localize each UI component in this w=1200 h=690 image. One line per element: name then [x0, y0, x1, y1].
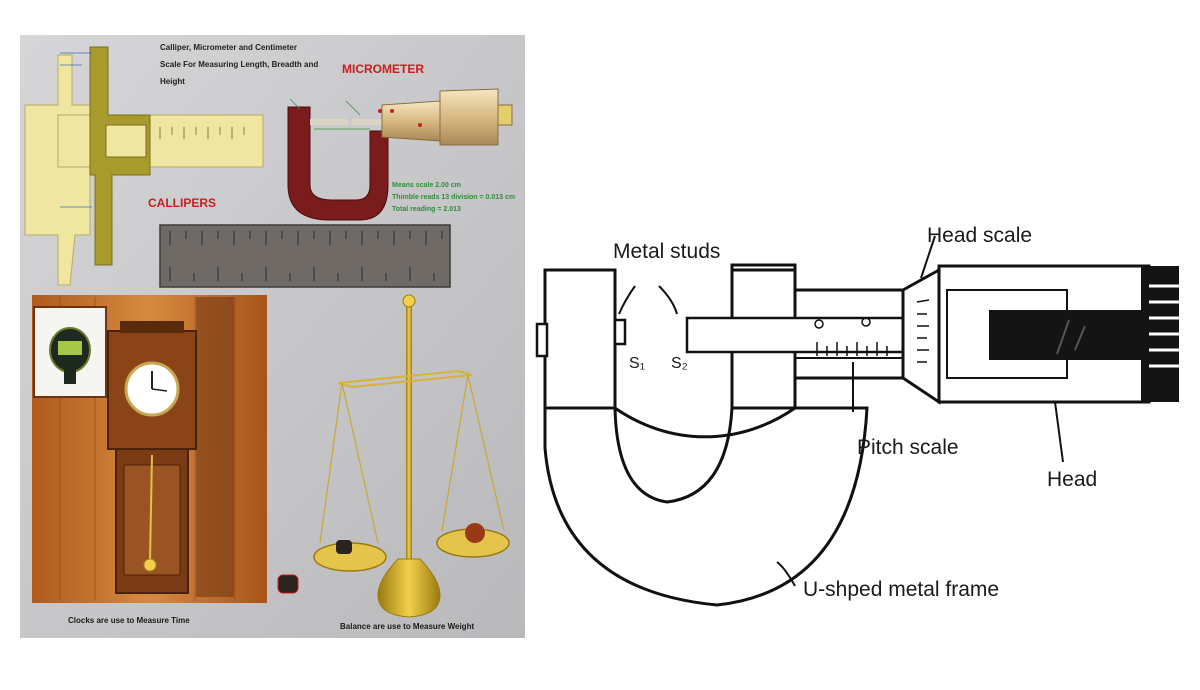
clock-top [120, 321, 184, 333]
pitch-scale-ticks [816, 342, 888, 356]
micrometer-3d-markers [378, 109, 422, 127]
label-stud-2: S₂ [671, 355, 688, 372]
micrometer-heading: MICROMETER [342, 62, 424, 76]
u-frame-inner [613, 407, 734, 504]
calliper-main-scale [57, 114, 264, 168]
u-frame [543, 268, 869, 607]
balance-pillar [406, 297, 412, 559]
micrometer-3d-thimble [439, 88, 499, 146]
label-metal-studs: Metal studs [613, 240, 720, 263]
reading-line-3: Total reading = 2.013 [392, 206, 461, 213]
label-head-scale: Head scale [927, 224, 1032, 247]
left-stud [535, 322, 549, 358]
centimeter-scale [159, 224, 451, 288]
diagram-background [527, 190, 1200, 630]
clock-minute-hand [151, 388, 168, 392]
title-line-2: Scale For Measuring Length, Breadth and [160, 60, 318, 69]
clock-pendulum-window [123, 464, 181, 576]
balance-beam [337, 369, 473, 389]
metal-studs-leader-1 [618, 285, 636, 315]
calliper-part-labels [60, 52, 92, 208]
frame-leader [776, 561, 796, 587]
pendulum-bob [143, 558, 157, 572]
right-pan-chains [441, 374, 505, 532]
calliper-scale-ticks [159, 127, 245, 139]
title-line-3: Height [160, 77, 185, 86]
balance-base [377, 558, 441, 618]
loose-weight [277, 574, 299, 594]
wall-panel [196, 297, 234, 597]
vernier-calliper [24, 46, 264, 286]
micrometer-3d-frame [287, 106, 389, 221]
reading-line-1: Means scale 2.00 cm [392, 182, 461, 189]
head-scale-leader [920, 235, 936, 279]
label-frame: U-shped metal frame [803, 578, 999, 601]
micrometer-3d [287, 88, 513, 221]
head-scale-cone [901, 267, 941, 405]
calliper-vernier-window [105, 124, 147, 158]
ratchet-knurls [1149, 284, 1179, 368]
thimble-shaded-core [989, 310, 1149, 360]
leader-lines [618, 235, 1064, 587]
micrometer-part-labels [289, 98, 370, 130]
label-pitch-scale: Pitch scale [857, 436, 959, 459]
calliper-main-jaw [24, 54, 91, 286]
balance-caption: Balance are use to Measure Weight [340, 622, 474, 631]
balance-finial [402, 294, 416, 308]
micrometer-3d-anvil [310, 119, 348, 125]
illustration-title: Calliper, Micrometer and Centimeter Scal… [160, 43, 318, 86]
digital-clock [49, 327, 91, 384]
metal-studs-leader-2 [658, 285, 678, 315]
u-frame-outer [543, 268, 797, 439]
screw-gauge-diagram: Metal studs Head scale Pitch scale Head … [527, 190, 1200, 630]
left-weight [336, 540, 352, 554]
balance-scale [277, 294, 510, 618]
clock-wall [32, 295, 267, 603]
label-head: Head [1047, 468, 1097, 491]
clock-caption: Clocks are use to Measure Time [68, 616, 190, 625]
u-frame-outline [543, 406, 869, 607]
title-line-1: Calliper, Micrometer and Centimeter [160, 43, 297, 52]
callipers-heading: CALLIPERS [148, 196, 216, 210]
pendulum-clock [107, 321, 197, 594]
right-object [465, 523, 485, 543]
head-scale-ticks [916, 299, 930, 363]
thimble-hatching [1056, 319, 1086, 355]
micrometer-3d-ratchet [497, 104, 513, 126]
head-leader [1054, 401, 1064, 463]
micrometer-3d-sleeve [381, 100, 441, 142]
left-pan-chains [319, 382, 379, 544]
micrometer-readings: Means scale 2.00 cm Thimble reads 13 div… [392, 182, 515, 213]
label-stud-1: S₁ [629, 355, 645, 372]
measuring-instruments-illustration: Calliper, Micrometer and Centimeter Scal… [20, 35, 525, 638]
diagram-labels: Metal studs Head scale Pitch scale Head … [613, 224, 1097, 601]
pendulum-rod [149, 454, 153, 561]
ruler-body [159, 224, 451, 288]
reading-line-2: Thimble reads 13 division = 0.013 cm [392, 194, 515, 201]
micrometer-3d-spindle [352, 119, 382, 125]
ruler-ticks [169, 231, 443, 281]
pitch-scale-marks [814, 317, 871, 329]
anvil-stud [613, 318, 627, 346]
